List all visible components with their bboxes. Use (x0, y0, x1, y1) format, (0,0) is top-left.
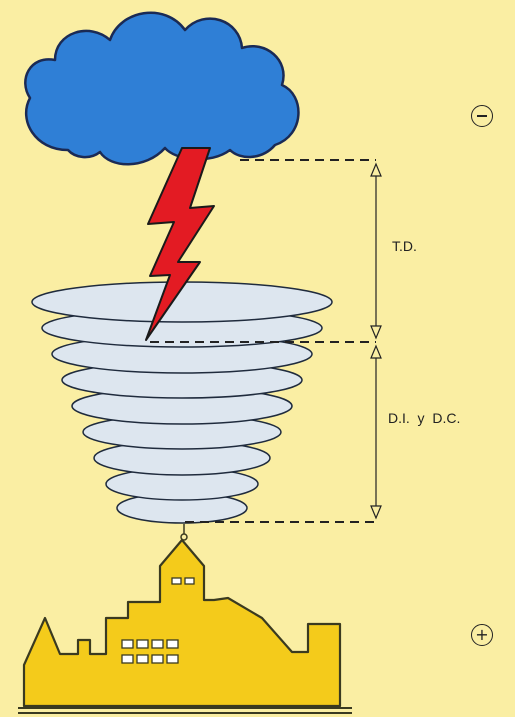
td-label: T.D. (392, 238, 417, 254)
arrow-head-down (371, 506, 381, 518)
window (152, 655, 163, 663)
positive-charge-symbol: + (471, 624, 493, 646)
di-dc-label: D.I. y D.C. (388, 410, 460, 426)
building-connector (181, 524, 187, 540)
building-icon (24, 540, 340, 706)
negative-charge-symbol (471, 105, 493, 127)
window (167, 640, 178, 648)
window (185, 578, 194, 584)
window (137, 640, 148, 648)
arrow-head-up (371, 164, 381, 176)
window (152, 640, 163, 648)
ground-line (18, 708, 352, 713)
window (122, 640, 133, 648)
arrow-head-down (371, 326, 381, 338)
window (172, 578, 181, 584)
window (122, 655, 133, 663)
arrow-head-up (371, 346, 381, 358)
cloud-icon (25, 13, 298, 165)
window (137, 655, 148, 663)
funnel-discs (32, 282, 332, 523)
window (167, 655, 178, 663)
